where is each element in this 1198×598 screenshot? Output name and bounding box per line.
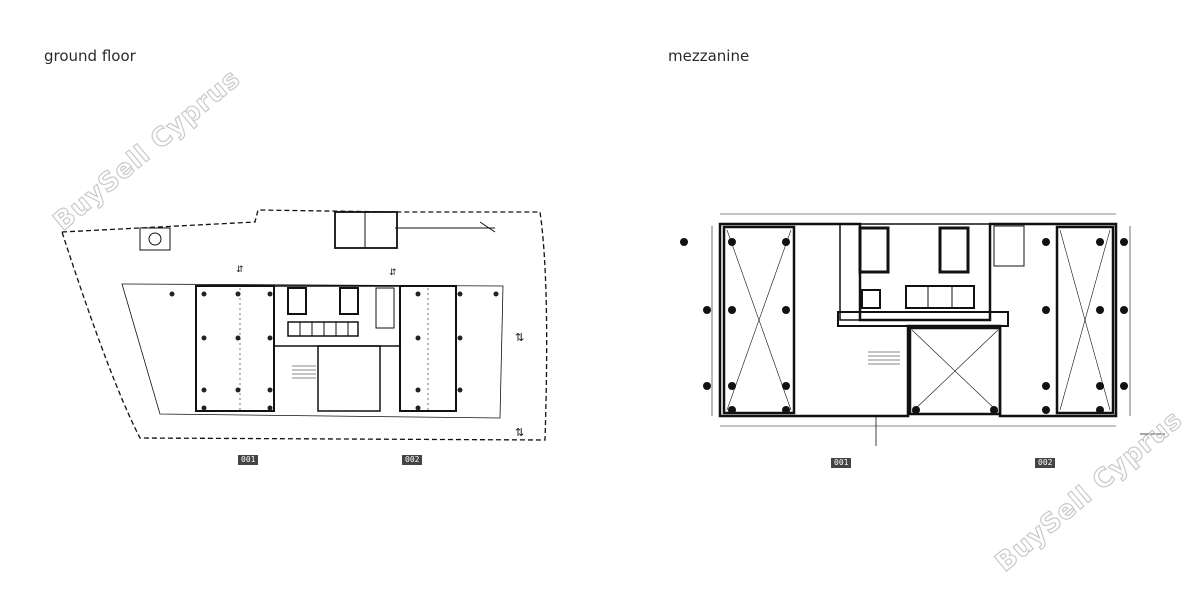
- svg-text:⇅: ⇅: [515, 332, 524, 344]
- ground-floor-plan: ⇵ ⇵ ⇅ ⇅: [61, 209, 548, 441]
- mezzanine-columns: [680, 238, 1128, 414]
- void-left: [722, 225, 796, 415]
- ground-floor-columns: [169, 291, 499, 411]
- unit-001-area: [195, 285, 275, 412]
- unit-002-area: [399, 285, 457, 412]
- svg-text:⇅: ⇅: [515, 427, 524, 439]
- unit-tag-002: 002: [1035, 458, 1056, 468]
- lobby-area: [317, 345, 381, 412]
- mezzanine-title: mezzanine: [668, 47, 750, 65]
- core-area: [273, 285, 401, 347]
- building-outline: [121, 283, 504, 419]
- unit-tag-002: 002: [402, 455, 423, 465]
- unit-tag-001: 001: [831, 458, 852, 468]
- site-boundary: [61, 209, 548, 441]
- ground-floor-title: ground floor: [44, 47, 136, 65]
- unit-tag-001: 001: [238, 455, 259, 465]
- svg-text:⇵: ⇵: [236, 264, 244, 274]
- void-center: [908, 326, 1002, 416]
- mezzanine-plan: [711, 213, 1165, 446]
- svg-text:⇵: ⇵: [389, 267, 397, 277]
- void-right: [1055, 225, 1115, 415]
